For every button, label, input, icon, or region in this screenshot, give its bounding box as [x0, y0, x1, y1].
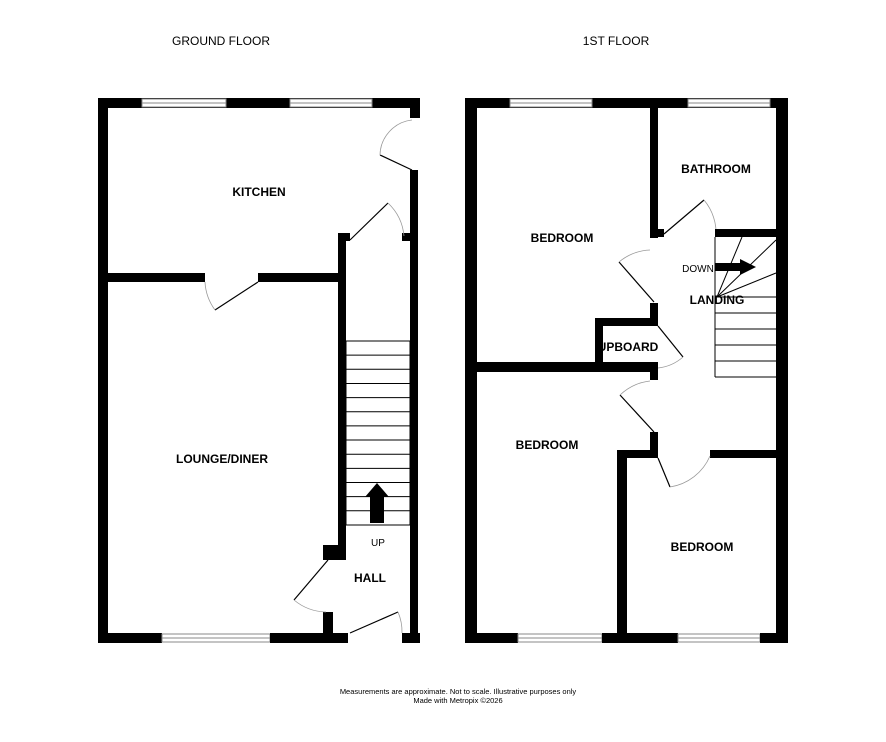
- ground-floor-title: GROUND FLOOR: [172, 34, 270, 48]
- first-floor-title: 1ST FLOOR: [583, 34, 650, 48]
- credit-text: Made with Metropix ©2026: [413, 696, 502, 705]
- ground-staircase: [345, 340, 411, 526]
- room-label-cupboard: UPBOARD: [598, 340, 659, 354]
- stair-down-label: DOWN: [682, 264, 714, 275]
- stair-up-label: UP: [371, 538, 385, 549]
- room-label-kitchen: KITCHEN: [232, 185, 285, 199]
- ground-floor-plan: UP KITCHEN LOUNGE/DINER HALL: [98, 98, 420, 643]
- room-label-hall: HALL: [354, 571, 386, 585]
- first-floor-staircase: [715, 296, 776, 378]
- disclaimer-text: Measurements are approximate. Not to sca…: [340, 687, 577, 696]
- room-label-bathroom: BATHROOM: [681, 162, 751, 176]
- room-label-landing: LANDING: [690, 293, 745, 307]
- first-floor-plan: DOWN BEDROOM BATHROOM LANDING UPBOARD BE…: [465, 98, 788, 643]
- room-label-bedroom-1: BEDROOM: [531, 231, 594, 245]
- down-arrow-icon: [715, 263, 740, 271]
- room-label-bedroom-2: BEDROOM: [516, 438, 579, 452]
- room-label-lounge-diner: LOUNGE/DINER: [176, 452, 268, 466]
- up-arrow-icon: [370, 495, 384, 523]
- room-label-bedroom-3: BEDROOM: [671, 540, 734, 554]
